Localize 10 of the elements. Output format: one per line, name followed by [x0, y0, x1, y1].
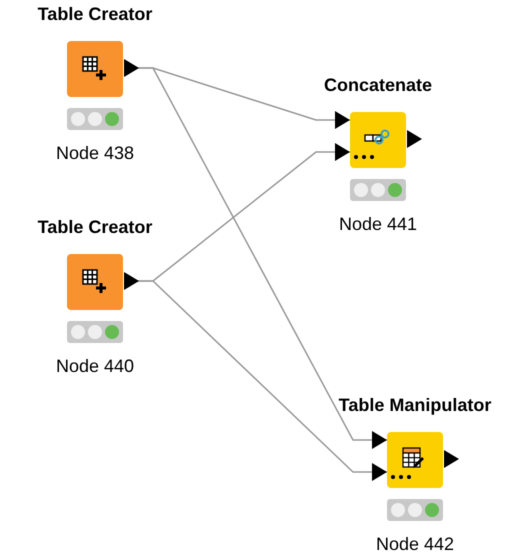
node-label: Node 441 [338, 214, 418, 235]
node-title: Concatenate [324, 75, 432, 96]
node-label: Node 440 [56, 356, 134, 377]
node-label: Node 442 [376, 534, 454, 555]
node-title: Table Creator [38, 4, 152, 25]
node-title: Table Manipulator [338, 395, 492, 416]
connector-arrow [137, 67, 387, 449]
connector-arrow [137, 280, 387, 481]
node-label: Node 438 [56, 143, 134, 164]
node-title: Table Creator [38, 217, 152, 238]
